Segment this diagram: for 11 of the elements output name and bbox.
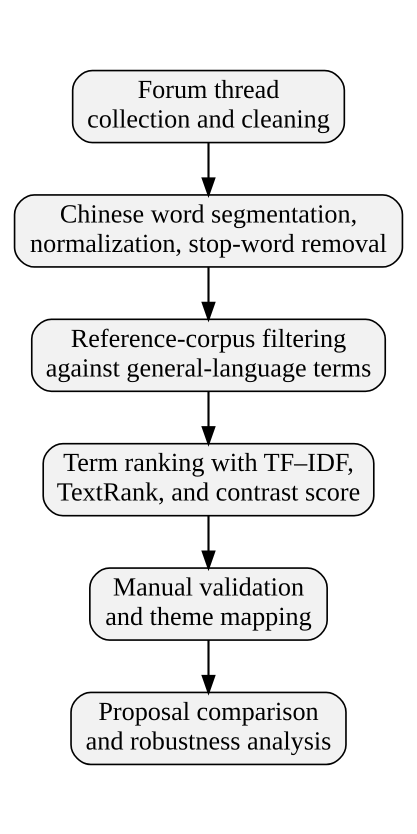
node-box: Chinese word segmentation, normalization, stop-word removal [14, 194, 404, 268]
arrow [201, 515, 216, 571]
node-box: Forum thread collection and cleaning [72, 69, 346, 143]
node-box: Reference-corpus filtering against general-language terms [30, 318, 386, 392]
node-box: Proposal comparison and robustness analysis [70, 691, 347, 765]
node-box: Term ranking with TF–IDF, TextRank, and contrast score [42, 442, 375, 516]
node-box: Manual validation and theme mapping [89, 566, 328, 640]
arrow [201, 640, 216, 696]
arrow [201, 142, 216, 198]
arrow [201, 266, 216, 322]
arrow [201, 390, 216, 446]
